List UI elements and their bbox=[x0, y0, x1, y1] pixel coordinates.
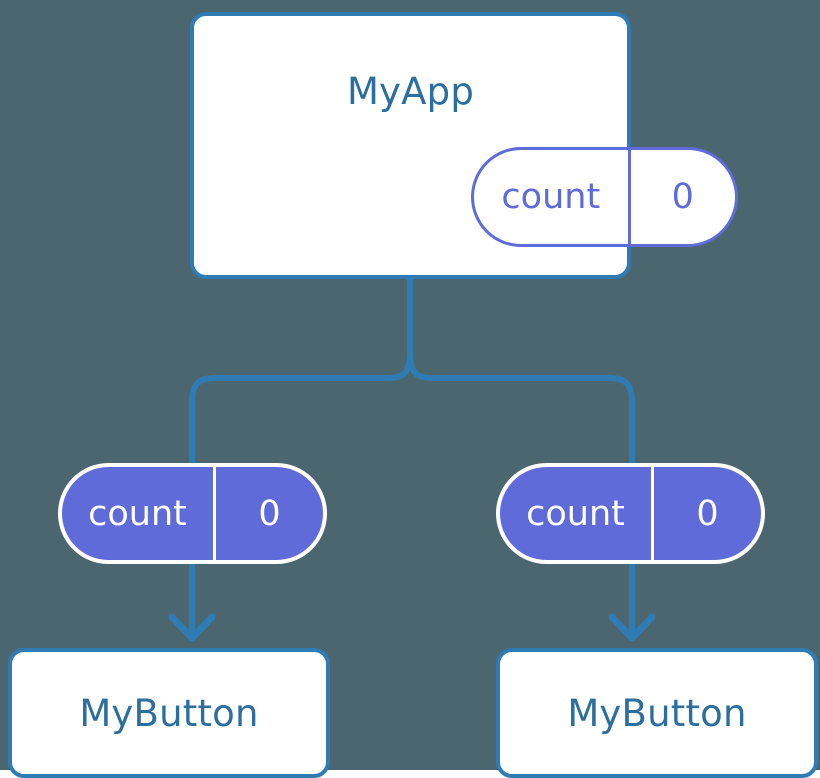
edge-branch-left bbox=[189, 351, 413, 466]
arrow-down-icon bbox=[168, 613, 216, 642]
prop-pill-value: 0 bbox=[696, 493, 719, 534]
component-title-mybutton: MyButton bbox=[567, 692, 747, 735]
prop-pill-right-count[interactable]: count 0 bbox=[496, 463, 765, 564]
prop-pill-value: 0 bbox=[258, 493, 281, 534]
component-box-myapp[interactable]: MyApp count 0 bbox=[190, 12, 738, 279]
component-title-myapp: MyApp bbox=[346, 70, 475, 113]
prop-pill-key: count bbox=[500, 467, 654, 560]
prop-pill-key: count bbox=[62, 467, 216, 560]
edge-branch-right bbox=[407, 351, 635, 466]
component-box-mybutton-right[interactable]: MyButton bbox=[496, 648, 818, 778]
state-pill-value: 0 bbox=[671, 177, 694, 217]
prop-pill-left-count[interactable]: count 0 bbox=[58, 463, 327, 564]
component-title-mybutton: MyButton bbox=[79, 692, 259, 735]
state-pill-myapp-count[interactable]: count 0 bbox=[471, 147, 738, 247]
arrow-down-icon bbox=[608, 613, 656, 642]
component-box-mybutton-left[interactable]: MyButton bbox=[8, 648, 330, 778]
state-pill-key: count bbox=[474, 150, 631, 244]
